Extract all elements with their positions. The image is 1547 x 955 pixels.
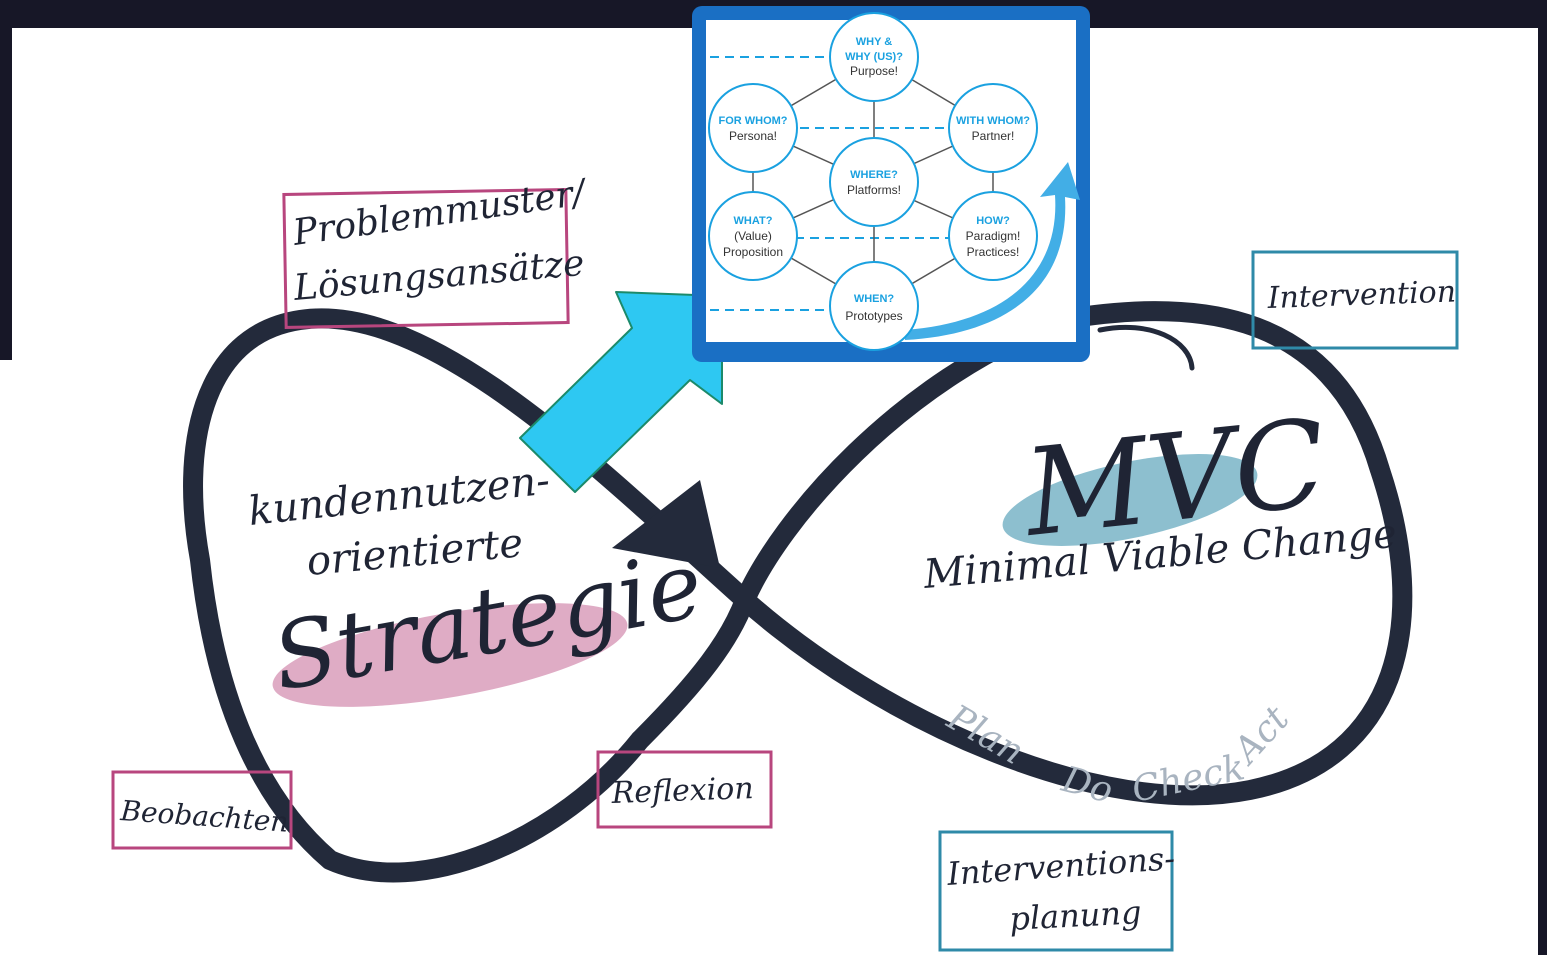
label-intervention-box: Intervention: [1251, 250, 1459, 350]
label-reflexion-box: Reflexion: [596, 750, 773, 829]
hexagon-dashed-lines: [710, 56, 960, 311]
label-intervention: Intervention: [1266, 274, 1456, 316]
node-when-title: WHEN?: [854, 293, 895, 305]
node-with-whom-sub: Partner!: [972, 129, 1015, 143]
node-with-whom-title: WITH WHOM?: [956, 115, 1030, 127]
node-where-sub: Platforms!: [847, 183, 901, 197]
node-why-sub: Purpose!: [850, 64, 898, 78]
hexagon-inset: WHY & WHY (US)? Purpose! FOR WHOM? Perso…: [692, 6, 1090, 362]
mvc-smudge: [1002, 454, 1258, 546]
loop-arrowhead: [612, 480, 720, 568]
loop-hook: [1097, 324, 1195, 371]
node-how-sub2: Practices!: [967, 245, 1020, 259]
node-what-sub2: Proposition: [723, 245, 783, 259]
node-how-title: HOW?: [976, 215, 1010, 227]
node-when-sub: Prototypes: [845, 309, 902, 323]
hexagon-nodes: [708, 12, 1038, 351]
label-reflexion: Reflexion: [610, 771, 754, 811]
node-how-sub1: Paradigm!: [966, 229, 1021, 243]
node-for-whom-title: FOR WHOM?: [718, 115, 787, 127]
label-planning-line2: planung: [1008, 893, 1142, 938]
node-what-sub1: (Value): [734, 229, 772, 243]
mvc-title: MVC: [1017, 394, 1333, 564]
infinity-loop: [183, 301, 1413, 883]
label-planning-box: Interventions- planung: [938, 830, 1176, 952]
node-where-title: WHERE?: [850, 169, 898, 181]
strategy-smudge: [272, 603, 628, 707]
whiteboard-background: [0, 28, 1538, 955]
node-what-title: WHAT?: [734, 215, 773, 227]
hexagon-curved-arrow: [905, 162, 1080, 340]
node-why-title2: WHY (US)?: [845, 51, 903, 63]
node-for-whom-sub: Persona!: [729, 129, 777, 143]
node-why-title1: WHY &: [856, 36, 893, 48]
